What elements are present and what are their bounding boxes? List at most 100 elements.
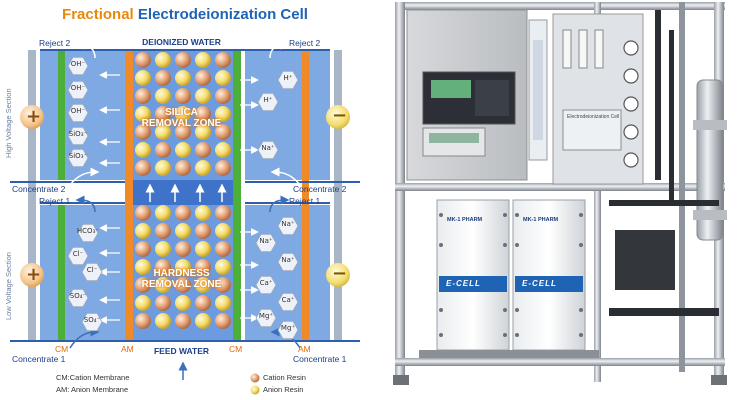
ion-right-bottom-hex [277,252,299,272]
rotameter-3 [594,29,604,69]
ecell-module-1 [436,199,510,351]
ion-right-bottom-label: Mg⁺ [280,324,296,332]
reject2-left-label: Reject 2 [39,38,71,48]
reject2-arrow-right [269,40,290,59]
ion-right-top-hex [257,92,279,112]
minus-sign-top: − [332,105,348,126]
anion-membrane-left [125,50,133,340]
concentrate1-right-label: Concentrate 1 [293,354,347,364]
resin-bead [175,88,191,104]
ion-right-bottom-hex [277,292,299,312]
resin-bead [135,160,151,176]
resin-bead [155,160,171,176]
feed-water-label: FEED WATER [153,346,210,356]
ion-right-bottom-hex [255,233,277,253]
hardness-zone-line2: REMOVAL ZONE [141,279,222,290]
rotameter-1 [562,29,572,69]
resin-bead [155,313,171,329]
resin-bead [135,106,151,122]
ion-right-bottom-hex [277,320,299,340]
frame-mid-post [594,2,601,382]
resin-bead [175,124,191,140]
ion-right-bottom-label: Na⁺ [281,220,295,228]
ion-left-bottom-label: HCO₃⁻ [76,227,100,235]
ion-hexagons [67,56,299,340]
title-fractional: Fractional [62,6,134,23]
concentrate2-right-label: Concentrate 2 [293,184,347,194]
vertical-pipe-1 [655,10,661,180]
ecell-band-1 [439,276,507,292]
resin-bead [175,142,191,158]
resin-bead [175,277,191,293]
resin-bead [155,223,171,239]
high-voltage-label: High Voltage Section [4,88,13,158]
foot-left [393,375,409,385]
resin-bead [215,313,231,329]
ion-right-bottom-label: Na⁺ [281,256,295,264]
foot-right [711,375,727,385]
ion-right-bottom-label: Na⁺ [259,237,273,245]
pump [615,230,675,290]
ion-right-top-label: H⁺ [283,74,293,82]
ion-left-top-label: OH⁻ [70,84,86,92]
resin-bead [195,277,211,293]
ion-left-top-label: OH⁻ [70,107,86,115]
resin-bead [195,124,211,140]
ion-left-bottom-hex [67,288,89,308]
resin-bead [215,277,231,293]
ion-right-bottom-label: Mg⁺ [258,312,274,320]
resin-bead [195,52,211,68]
bottom-pipe [609,308,719,316]
ecell-brand-1: E-CELL [446,279,481,288]
ion-arrows [99,71,259,324]
resin-bead [195,259,211,275]
ion-right-bottom-hex [277,216,299,236]
module-bolts [439,213,583,337]
concentrate1-arrow-left [69,327,100,349]
silica-zone-label: SILICA REMOVAL ZONE [130,107,233,129]
frame-top-bar [395,2,725,10]
right-electrode [334,50,342,340]
frame-mid-bar [395,183,725,191]
ion-left-bottom-hex [81,312,103,332]
resin-bead [195,313,211,329]
reject2-right-label: Reject 2 [289,38,321,48]
cathode-bottom-icon [326,263,350,287]
resin-bead [195,241,211,257]
resin-bead [135,88,151,104]
panel-label: Electrodeionization Cell [567,114,620,120]
reject1-arrow-right [269,195,290,213]
resin-bead [155,106,171,122]
resin-bead [155,259,171,275]
resin-bead [135,124,151,140]
concentrate1-left-label: Concentrate 1 [12,354,66,364]
ion-right-bottom-hex [255,308,277,328]
anode-bottom-icon [20,263,44,287]
resin-bead [215,124,231,140]
concentrate2-left-label: Concentrate 2 [12,184,66,194]
resin-bead [215,142,231,158]
mid-band [130,180,233,205]
low-voltage-label: Low Voltage Section [4,252,13,320]
legend-anion: Anion Resin [263,385,304,394]
info-plate [562,109,622,151]
cation-membrane-right [233,50,241,340]
resin-bead [195,160,211,176]
ion-right-bottom-label: Ca⁺ [259,279,273,287]
left-electrode [28,50,36,340]
resin-bead [215,223,231,239]
resin-bead [195,70,211,86]
resin-bead [175,295,191,311]
ion-left-bottom-label: Cl⁻ [72,250,84,258]
pressure-gauges [623,40,639,168]
resin-bead [175,241,191,257]
am-right-label: AM [298,344,311,354]
resin-bead [155,88,171,104]
resin-bead [215,70,231,86]
edi-diagram [10,40,360,395]
ion-left-top-hex [67,126,89,146]
filter-top-cap [693,120,727,130]
ion-right-top-label: Na⁺ [261,144,275,152]
cathode-top-icon [326,105,350,129]
